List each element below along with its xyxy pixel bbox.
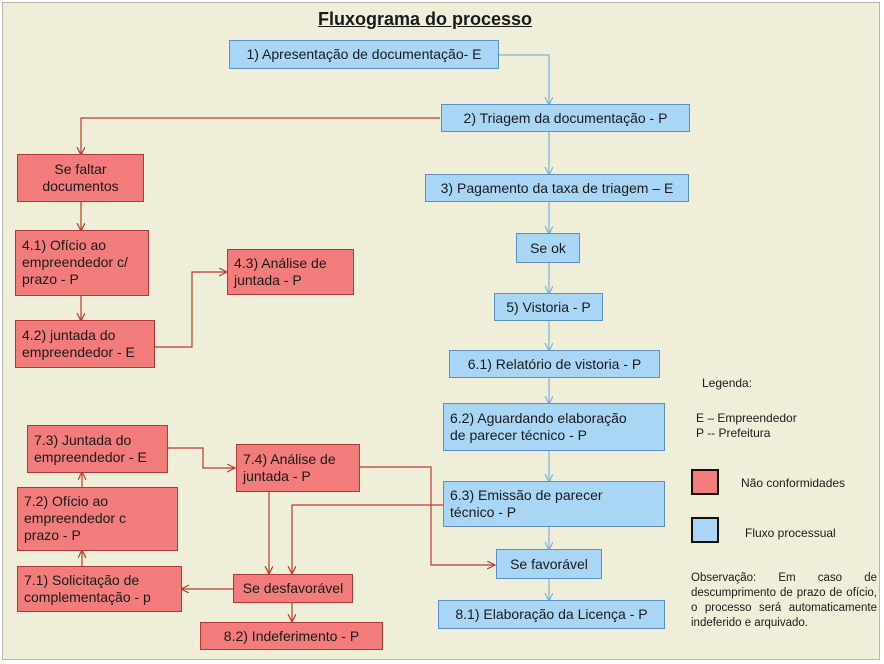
- legend-p: P -- Prefeitura: [696, 426, 771, 440]
- node-1-apresentacao: 1) Apresentação de documentação- E: [229, 40, 499, 69]
- arrow-63-to-desf: [292, 504, 443, 573]
- legend-e: E – Empreendedor: [696, 411, 797, 425]
- node-3-pagamento: 3) Pagamento da taxa de triagem – E: [425, 174, 689, 202]
- legend-swatch-red: [691, 469, 719, 495]
- node-2-triagem: 2) Triagem da documentação - P: [441, 104, 690, 132]
- node-5-vistoria: 5) Vistoria - P: [494, 293, 603, 321]
- legend-blue-label: Fluxo processual: [745, 526, 836, 540]
- node-8-2-indeferimento: 8.2) Indeferimento - P: [200, 622, 383, 650]
- connector-layer: [3, 54, 879, 659]
- node-se-desfavoravel: Se desfavorável: [233, 574, 353, 603]
- node-7-4-analise: 7.4) Análise de juntada - P: [236, 444, 360, 492]
- diagram-title: Fluxograma do processo: [317, 9, 533, 29]
- arrow-73-to-74: [168, 447, 234, 468]
- node-7-2-oficio: 7.2) Ofício ao empreendedor c prazo - P: [17, 487, 178, 551]
- node-8-1-licenca: 8.1) Elaboração da Licença - P: [438, 600, 665, 629]
- legend-red-label: Não conformidades: [741, 476, 846, 490]
- node-4-2-juntada: 4.2) juntada do empreendedor - E: [15, 320, 155, 368]
- node-se-favoravel: Se favorável: [496, 549, 602, 579]
- node-se-faltar-documentos: Se faltar documentos: [17, 154, 144, 202]
- arrow-42-to-43: [155, 272, 226, 348]
- arrow-1-to-2: [499, 54, 549, 104]
- node-se-ok: Se ok: [516, 233, 580, 263]
- legend-swatch-blue: [691, 517, 719, 543]
- node-4-1-oficio: 4.1) Ofício ao empreendedor c/ prazo - P: [15, 230, 149, 296]
- legend-observation: Observação: Em caso de descumprimento de…: [691, 572, 877, 629]
- arrow-2-to-faltar: [81, 117, 440, 154]
- node-7-1-solicitacao: 7.1) Solicitação de complementação - p: [17, 566, 182, 612]
- node-6-3-emissao: 6.3) Emissão de parecer técnico - P: [443, 481, 665, 527]
- node-7-3-juntada: 7.3) Juntada do empreendedor - E: [27, 425, 168, 473]
- legend-title: Legenda:: [702, 376, 753, 390]
- arrow-74-to-fav: [360, 466, 494, 565]
- node-6-1-relatorio: 6.1) Relatório de vistoria - P: [449, 350, 660, 378]
- node-6-2-aguardando: 6.2) Aguardando elaboração de parecer té…: [443, 403, 665, 451]
- node-4-3-analise: 4.3) Análise de juntada - P: [227, 249, 354, 295]
